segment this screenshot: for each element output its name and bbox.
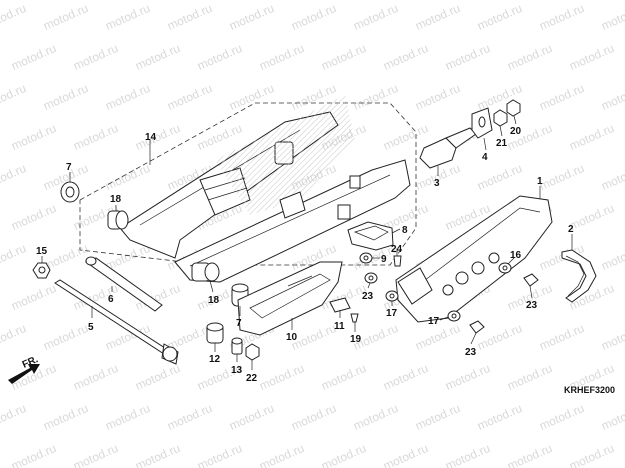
callout-23-bottom: 23 — [465, 347, 477, 358]
callout-7-lower: 7 — [236, 318, 242, 329]
slider-bracket[interactable] — [329, 297, 351, 313]
dust-seal[interactable] — [60, 181, 80, 203]
case-bolt-bottom[interactable] — [469, 320, 485, 334]
callout-19: 19 — [350, 334, 362, 345]
case-grommet-right[interactable] — [447, 310, 461, 322]
front-direction-arrow: FR. — [8, 354, 40, 384]
callout-9: 9 — [381, 254, 387, 265]
chain-case[interactable] — [395, 195, 553, 323]
callout-4: 4 — [482, 152, 488, 163]
callout-23-right: 23 — [526, 300, 538, 311]
callout-6: 6 — [108, 294, 114, 305]
callout-10: 10 — [286, 332, 298, 343]
swingarm[interactable] — [119, 95, 411, 283]
diagram-code: KRHEF3200 — [564, 385, 615, 395]
callout-18-lower: 18 — [208, 295, 220, 306]
drive-chain[interactable] — [561, 249, 597, 303]
roller-bolt[interactable] — [231, 337, 243, 355]
callout-2: 2 — [568, 224, 574, 235]
callout-24: 24 — [391, 244, 403, 255]
adjuster-plate[interactable] — [471, 107, 493, 139]
callout-12: 12 — [209, 354, 221, 365]
guide-nut[interactable] — [359, 252, 373, 264]
roller-nut[interactable] — [245, 343, 260, 361]
callout-18: 18 — [110, 194, 122, 205]
callout-17-right: 17 — [428, 316, 440, 327]
leader-lines — [41, 115, 573, 370]
callout-22: 22 — [246, 373, 258, 384]
callout-1: 1 — [537, 176, 543, 187]
callout-5: 5 — [88, 322, 94, 333]
callout-16: 16 — [510, 250, 522, 261]
pivot-collar-upper[interactable] — [107, 210, 129, 230]
callout-14: 14 — [145, 132, 157, 143]
callout-13: 13 — [231, 365, 243, 376]
callout-8: 8 — [402, 225, 408, 236]
callout-21: 21 — [496, 138, 508, 149]
callout-7: 7 — [66, 162, 72, 173]
adjuster-lock-nut[interactable] — [493, 109, 508, 127]
case-bolt-left[interactable] — [364, 272, 378, 284]
pivot-collar-lower[interactable] — [191, 262, 220, 282]
callout-23-left: 23 — [362, 291, 374, 302]
case-collar[interactable] — [498, 262, 512, 274]
pivot-nut[interactable] — [32, 262, 51, 279]
pivot-collar-tube[interactable] — [84, 256, 163, 312]
callout-11: 11 — [334, 321, 345, 332]
case-grommet-left[interactable] — [385, 290, 399, 302]
adjuster-nut[interactable] — [506, 99, 521, 117]
chain-roller-collar[interactable] — [206, 322, 224, 344]
callout-15: 15 — [36, 246, 48, 257]
pivot-bolt[interactable] — [54, 279, 179, 365]
slider-screw[interactable] — [350, 313, 359, 323]
case-bolt-right[interactable] — [523, 273, 539, 287]
callout-3: 3 — [434, 178, 440, 189]
callout-labels: 14 7 18 15 6 5 18 7 12 13 22 10 11 19 8 … — [36, 126, 574, 384]
chain-adjuster[interactable] — [419, 127, 477, 169]
callout-20: 20 — [510, 126, 522, 137]
chain-guide[interactable] — [347, 221, 394, 251]
callout-17-left: 17 — [386, 308, 398, 319]
guide-bolt[interactable] — [393, 255, 402, 267]
chain-slider[interactable] — [237, 261, 343, 336]
